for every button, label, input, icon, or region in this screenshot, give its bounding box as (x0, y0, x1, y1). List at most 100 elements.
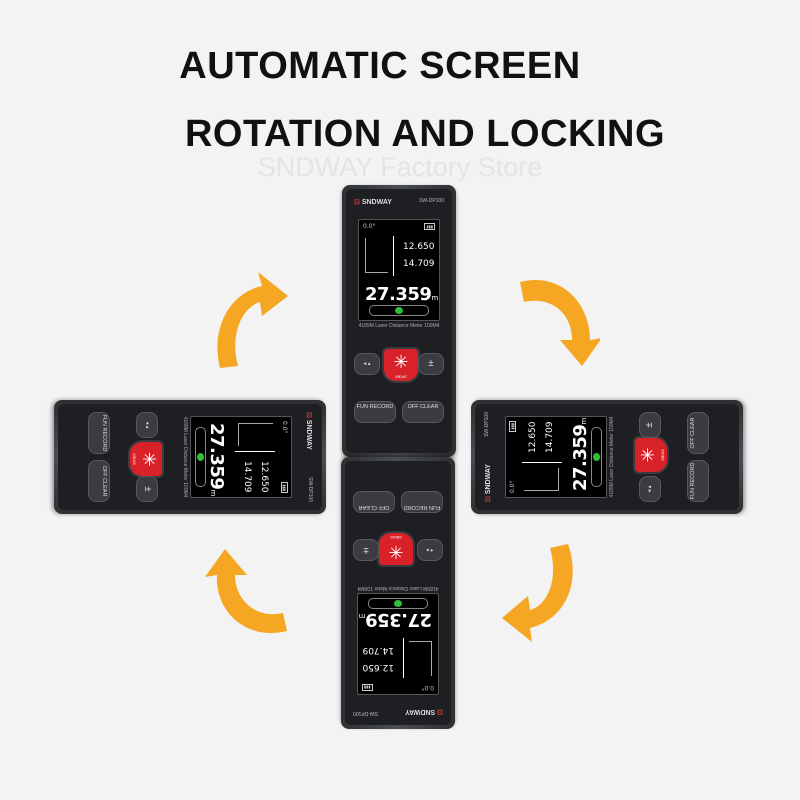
angle-reading: 0.0° (281, 421, 288, 434)
brand-name: SNDWAY (305, 419, 312, 450)
curved-arrow-icon (520, 280, 600, 366)
laser-label: MEAS (660, 449, 665, 461)
curved-arrow-icon (205, 549, 287, 633)
store-watermark: SNDWAY Factory Store (257, 152, 543, 182)
plus-minus-button[interactable]: ± (418, 353, 444, 375)
laser-distance-meter-4: ⊡ SNDWAY SW-DP100 0.0° ▮▮▮ 12.650 14.709… (341, 457, 455, 729)
unit: m (209, 489, 217, 496)
battery-icon: ▮▮▮ (509, 421, 516, 432)
model-code: SW-DP100 (419, 198, 444, 204)
model-line: 4189M Laser Distance Meter 100M4 (357, 585, 439, 591)
laser-distance-meter-1: ⊡ SNDWAY SW-DP100 0.0° ▮▮▮ 12.650 14.709… (342, 185, 456, 457)
brand-bar: ⊡ SNDWAY SW-DP100 (352, 195, 446, 209)
model-line: 4189M Laser Distance Meter 100M4 (182, 416, 188, 498)
laser-star-icon: ✳ (638, 447, 658, 463)
laser-distance-meter-3: ⊡ SNDWAY SW-DP100 0.0° ▮▮▮ 12.650 14.709… (471, 400, 743, 514)
battery-icon: ▮▮▮ (362, 684, 373, 691)
laser-label: MEAS (390, 535, 402, 540)
measure-value-1: 12.650 (403, 242, 435, 252)
main-value: 27.359 (365, 284, 432, 305)
laser-button[interactable]: ✳MEAS (633, 436, 669, 474)
main-value: 27.359 (206, 423, 227, 490)
level-bar (591, 427, 602, 487)
measure-value-1: 12.650 (528, 421, 538, 454)
brand-name: SNDWAY (405, 708, 436, 715)
brand-logo-icon: ⊡ (354, 199, 360, 206)
brand-logo-icon: ⊡ (305, 412, 312, 418)
measure-value-2: 14.709 (403, 259, 435, 269)
level-dot-icon (394, 600, 402, 607)
measure-value-2: 14.709 (545, 421, 555, 454)
device-screen: 0.0° ▮▮▮ 12.650 14.709 27.359m (190, 416, 292, 498)
model-code: SW-DP100 (353, 710, 378, 716)
unit: m (431, 294, 438, 302)
measurement-diagram-icon (524, 468, 559, 491)
laser-button[interactable]: ✳MEAS (128, 440, 164, 478)
model-line: 4189M Laser Distance Meter 100M4 (609, 416, 615, 498)
main-reading: 27.359m (206, 423, 227, 496)
laser-button[interactable]: ✳ MEAS (377, 531, 415, 567)
plus-minus-button[interactable]: ± (353, 539, 379, 561)
device-screen: 0.0° ▮▮▮ 12.650 14.709 27.359m (358, 219, 440, 321)
main-value: 27.359 (570, 424, 591, 491)
curved-arrow-icon (502, 544, 573, 642)
off-clear-button[interactable]: OFF CLEAR (353, 491, 395, 513)
measure-value-2: 14.709 (242, 461, 252, 493)
level-dot-icon (197, 453, 204, 461)
main-reading: 27.359m (365, 284, 438, 305)
unit: m (580, 418, 588, 425)
level-bar (368, 598, 428, 609)
off-clear-button[interactable]: OFF CLEAR (402, 401, 444, 423)
fun-record-button[interactable]: FUN RECORD (88, 412, 110, 454)
brand-bar: ⊡ SNDWAY SW-DP100 (302, 410, 316, 504)
direction-button[interactable]: ◂ ▴ (354, 353, 380, 375)
angle-reading: 0.0° (363, 223, 376, 230)
measure-value-1: 12.650 (259, 461, 269, 493)
battery-icon: ▮▮▮ (281, 482, 288, 493)
vertical-arrow-icon (403, 638, 404, 678)
brand-logo-icon: ⊡ (485, 496, 492, 502)
off-clear-button[interactable]: OFF CLEAR (687, 412, 709, 454)
laser-label: MEAS (132, 453, 137, 465)
brand-bar: ⊡ SNDWAY SW-DP100 (481, 410, 495, 504)
level-bar (195, 427, 206, 487)
unit: m (359, 612, 366, 620)
main-reading: 27.359m (570, 418, 591, 491)
plus-minus-button[interactable]: ± (639, 412, 661, 438)
direction-button[interactable]: ◂ ▴ (417, 539, 443, 561)
laser-label: MEAS (395, 374, 407, 379)
vertical-arrow-icon (393, 236, 394, 276)
fun-record-button[interactable]: FUN RECORD (354, 401, 396, 423)
direction-button[interactable]: ◂ ▴ (639, 476, 661, 502)
measure-value-2: 14.709 (362, 645, 395, 655)
measurement-diagram-icon (409, 641, 432, 676)
device-screen: 0.0° ▮▮▮ 12.650 14.709 27.359m (505, 416, 607, 498)
angle-reading: 0.0° (509, 480, 516, 493)
vertical-arrow-icon (522, 462, 562, 463)
laser-star-icon: ✳ (388, 542, 404, 562)
plus-minus-button[interactable]: ± (136, 476, 158, 502)
main-reading: 27.359m (359, 609, 432, 630)
laser-distance-meter-2: ⊡ SNDWAY SW-DP100 0.0° ▮▮▮ 12.650 14.709… (54, 400, 326, 514)
laser-star-icon: ✳ (139, 451, 159, 467)
off-clear-button[interactable]: OFF CLEAR (88, 460, 110, 502)
model-code: SW-DP100 (484, 412, 490, 437)
model-line: 4189M Laser Distance Meter 100M4 (358, 323, 440, 329)
device-screen: 0.0° ▮▮▮ 12.650 14.709 27.359m (357, 593, 439, 695)
curved-arrow-icon (217, 272, 288, 368)
laser-star-icon: ✳ (393, 352, 409, 372)
laser-button[interactable]: ✳ MEAS (382, 347, 420, 383)
fun-record-button[interactable]: FUN RECORD (401, 491, 443, 513)
level-bar (369, 305, 429, 316)
level-dot-icon (395, 307, 403, 314)
brand-name: SNDWAY (361, 199, 392, 206)
angle-reading: 0.0° (421, 684, 434, 691)
direction-button[interactable]: ◂ ▴ (136, 412, 158, 438)
fun-record-button[interactable]: FUN RECORD (687, 460, 709, 502)
main-value: 27.359 (365, 609, 432, 630)
vertical-arrow-icon (235, 451, 275, 452)
measurement-diagram-icon (238, 423, 273, 446)
measure-value-1: 12.650 (362, 662, 395, 672)
battery-icon: ▮▮▮ (424, 223, 435, 230)
level-dot-icon (593, 453, 600, 461)
